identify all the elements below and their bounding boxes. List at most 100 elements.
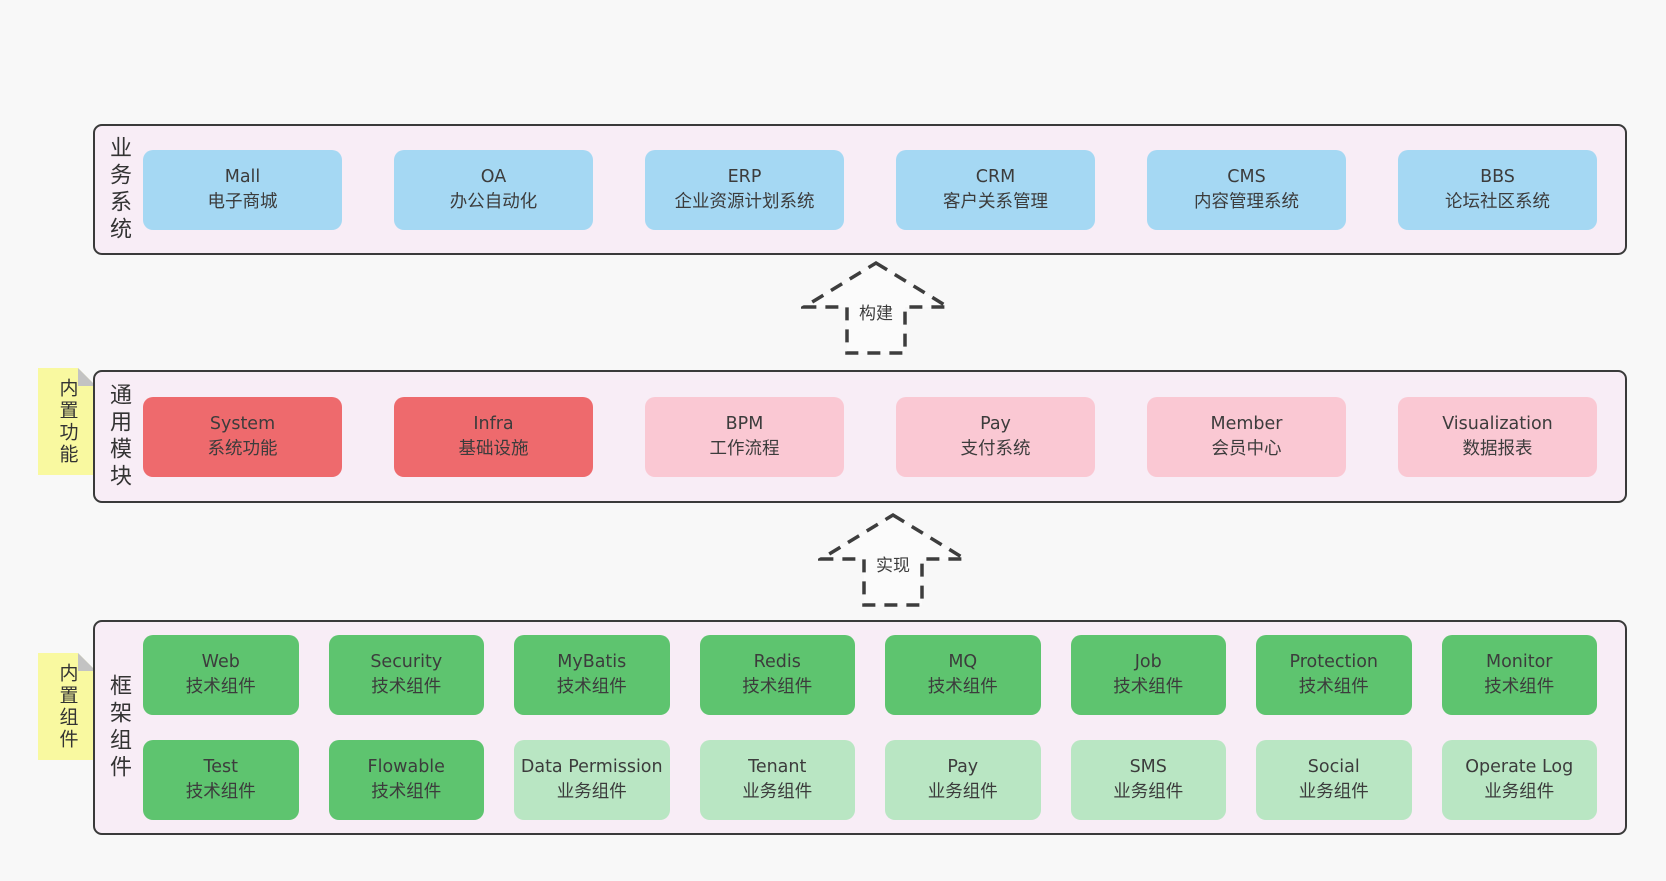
module-box-pay: Pay 支付系统: [896, 396, 1095, 477]
panel-common-modules-label: 通用模块: [106, 382, 131, 491]
module-name: Member: [1210, 413, 1283, 434]
module-name: Flowable: [367, 757, 445, 778]
sticky-note-builtin-features: 内置功能: [38, 368, 96, 475]
module-name: MQ: [948, 652, 978, 673]
module-desc: 技术组件: [1298, 677, 1369, 697]
module-box-mq: MQ 技术组件: [885, 635, 1041, 715]
module-box-pay: Pay 业务组件: [885, 740, 1041, 820]
module-desc: 技术组件: [185, 677, 256, 697]
panel-business-systems-label: 业务系统: [106, 135, 131, 244]
module-box-erp: ERP 企业资源计划系统: [645, 149, 844, 230]
module-desc: 技术组件: [742, 677, 813, 697]
module-name: CRM: [975, 166, 1016, 187]
arrow-build: 构建: [801, 260, 951, 356]
module-desc: 业务组件: [927, 782, 998, 802]
module-desc: 业务组件: [742, 782, 813, 802]
module-desc: 技术组件: [371, 782, 442, 802]
arrow-implement-label: 实现: [872, 551, 914, 576]
sticky-note-builtin-components: 内置组件: [38, 653, 96, 760]
sticky-note-builtin-features-label: 内置功能: [56, 377, 79, 466]
module-desc: 内容管理系统: [1194, 191, 1299, 212]
module-box-member: Member 会员中心: [1147, 396, 1346, 477]
module-desc: 技术组件: [371, 677, 442, 697]
module-box-system: System 系统功能: [143, 396, 342, 477]
module-name: BPM: [725, 413, 764, 434]
module-desc: 业务组件: [1113, 782, 1184, 802]
module-name: Mall: [224, 166, 261, 187]
module-name: Tenant: [748, 757, 807, 778]
module-desc: 技术组件: [1484, 677, 1555, 697]
module-box-redis: Redis 技术组件: [699, 635, 855, 715]
module-desc: 业务组件: [1484, 782, 1555, 802]
module-desc: 系统功能: [207, 438, 278, 459]
module-desc: 支付系统: [960, 438, 1031, 459]
module-box-infra: Infra 基础设施: [394, 396, 593, 477]
module-box-monitor: Monitor 技术组件: [1441, 635, 1597, 715]
module-box-sms: SMS 业务组件: [1070, 740, 1226, 820]
module-box-tenant: Tenant 业务组件: [699, 740, 855, 820]
module-desc: 技术组件: [185, 782, 256, 802]
module-box-protection: Protection 技术组件: [1256, 635, 1412, 715]
module-name: Visualization: [1442, 413, 1553, 434]
module-desc: 论坛社区系统: [1445, 191, 1550, 212]
module-name: Test: [203, 757, 238, 778]
module-desc: 会员中心: [1211, 438, 1282, 459]
module-name: SMS: [1129, 757, 1167, 778]
arrow-build-label: 构建: [855, 299, 897, 324]
module-desc: 技术组件: [927, 677, 998, 697]
module-name: Redis: [753, 652, 801, 673]
module-desc: 工作流程: [709, 438, 780, 459]
module-desc: 企业资源计划系统: [674, 191, 815, 212]
module-desc: 数据报表: [1462, 438, 1533, 459]
module-name: OA: [480, 166, 507, 187]
module-box-mall: Mall 电子商城: [143, 149, 342, 230]
module-desc: 技术组件: [556, 677, 627, 697]
module-box-web: Web 技术组件: [143, 635, 299, 715]
module-box-social: Social 业务组件: [1256, 740, 1412, 820]
module-box-cms: CMS 内容管理系统: [1147, 149, 1346, 230]
module-name: CMS: [1227, 166, 1266, 187]
module-name: Protection: [1289, 652, 1379, 673]
arrow-implement: 实现: [818, 512, 968, 608]
module-name: Security: [370, 652, 443, 673]
module-name: Data Permission: [520, 757, 663, 778]
module-desc: 技术组件: [1113, 677, 1184, 697]
module-box-bbs: BBS 论坛社区系统: [1398, 149, 1597, 230]
module-box-crm: CRM 客户关系管理: [896, 149, 1095, 230]
module-box-test: Test 技术组件: [143, 740, 299, 820]
module-box-flowable: Flowable 技术组件: [328, 740, 484, 820]
sticky-note-builtin-components-label: 内置组件: [56, 662, 79, 751]
module-name: Pay: [947, 757, 979, 778]
module-box-mybatis: MyBatis 技术组件: [514, 635, 670, 715]
module-desc: 业务组件: [1298, 782, 1369, 802]
module-name: Job: [1134, 652, 1162, 673]
common-modules-boxes: System 系统功能 Infra 基础设施 BPM 工作流程 Pay 支付系统 Member 会…: [143, 396, 1625, 477]
module-desc: 业务组件: [556, 782, 627, 802]
module-name: Infra: [473, 413, 514, 434]
module-name: Web: [201, 652, 240, 673]
module-name: Operate Log: [1465, 757, 1574, 778]
module-box-operate-log: Operate Log 业务组件: [1441, 740, 1597, 820]
module-box-bpm: BPM 工作流程: [645, 396, 844, 477]
module-name: Social: [1307, 757, 1360, 778]
panel-common-modules: 通用模块 System 系统功能 Infra 基础设施 BPM 工作流程 Pay 支付系统 Me…: [93, 370, 1627, 503]
panel-framework-components-label: 框架组件: [106, 673, 131, 782]
module-desc: 电子商城: [207, 191, 278, 212]
module-name: Pay: [980, 413, 1011, 434]
module-name: Monitor: [1485, 652, 1553, 673]
module-desc: 基础设施: [458, 438, 529, 459]
module-box-visualization: Visualization 数据报表: [1398, 396, 1597, 477]
module-name: BBS: [1480, 166, 1515, 187]
module-name: System: [209, 413, 276, 434]
module-name: MyBatis: [557, 652, 627, 673]
module-box-data-permission: Data Permission 业务组件: [514, 740, 670, 820]
module-desc: 客户关系管理: [943, 191, 1048, 212]
module-box-job: Job 技术组件: [1070, 635, 1226, 715]
module-name: ERP: [727, 166, 762, 187]
